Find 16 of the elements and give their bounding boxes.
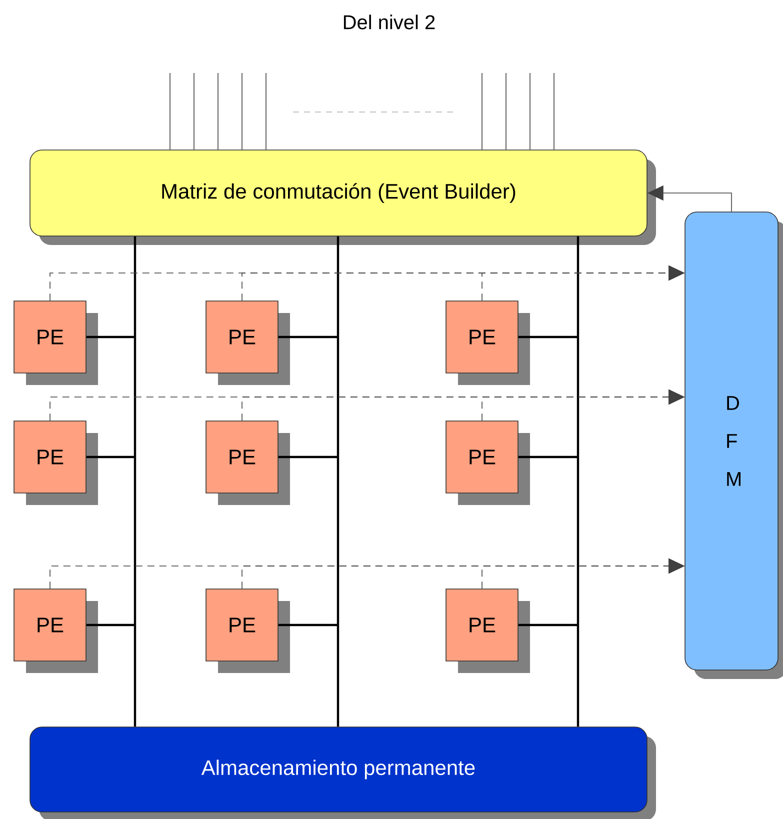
pe-box: PE [206,300,290,385]
bus-line [277,235,340,728]
pe-box: PE [14,300,98,385]
bus-line [517,235,580,728]
title: Del nivel 2 [344,14,435,30]
switch-matrix-box: Matriz de conmutación (Event Builder) [30,150,656,245]
pe-box: PE [446,588,530,673]
storage-box: Almacenamiento permanente [30,726,656,819]
pe-box: PE [206,588,290,673]
pe-box: PE [446,300,530,385]
bus-line [85,235,136,728]
pe-box: PE [206,420,290,505]
dfm-box: D F M [684,212,783,679]
pe-box: PE [14,420,98,505]
pe-box: PE [14,588,98,673]
pe-box: PE [446,420,530,505]
